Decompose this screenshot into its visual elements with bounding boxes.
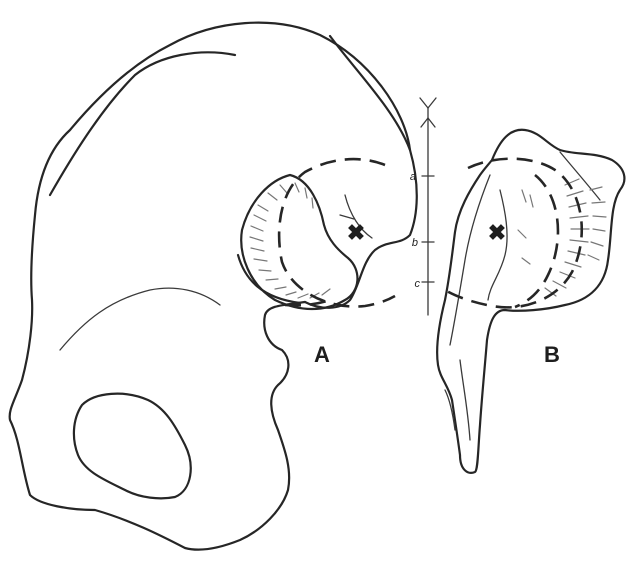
bone-b-ridge-2 (488, 190, 507, 300)
bone-b-top-lip (560, 152, 600, 200)
axis-arrow-left (420, 98, 428, 108)
hip-bone-outline (10, 23, 410, 550)
obturator-foramen (74, 394, 191, 499)
bone-b-outline (437, 130, 624, 473)
view-label-a: A (314, 342, 330, 367)
axis-mark-a: a (410, 171, 416, 183)
axis-arrow-left-2 (421, 118, 428, 127)
axis-mark-b: b (412, 237, 418, 249)
iliac-crest-ridge (50, 52, 235, 195)
rotation-center-b: ✖ (488, 220, 506, 245)
axis-arrow-right-2 (428, 118, 435, 127)
hip-bone-lateral-view: ✖ A (10, 23, 417, 550)
articular-surface-hatching-b (518, 179, 606, 296)
axis-arrow-right (428, 98, 436, 108)
axis-mark-c: c (415, 278, 421, 290)
bone-b-ridge-1 (450, 175, 490, 345)
reference-axis: a b c (410, 98, 436, 315)
view-label-b: B (544, 342, 560, 367)
articular-surface-hatching-a (250, 183, 330, 298)
gluteal-line (60, 288, 220, 350)
femoral-head-circle-b-inner (515, 175, 558, 307)
femur-articular-view: ✖ B (437, 130, 624, 473)
bone-b-ridge-3 (460, 360, 470, 440)
rotation-center-a: ✖ (347, 220, 365, 245)
upper-notch-edge (305, 36, 417, 308)
femoral-head-circle-a (279, 159, 395, 306)
